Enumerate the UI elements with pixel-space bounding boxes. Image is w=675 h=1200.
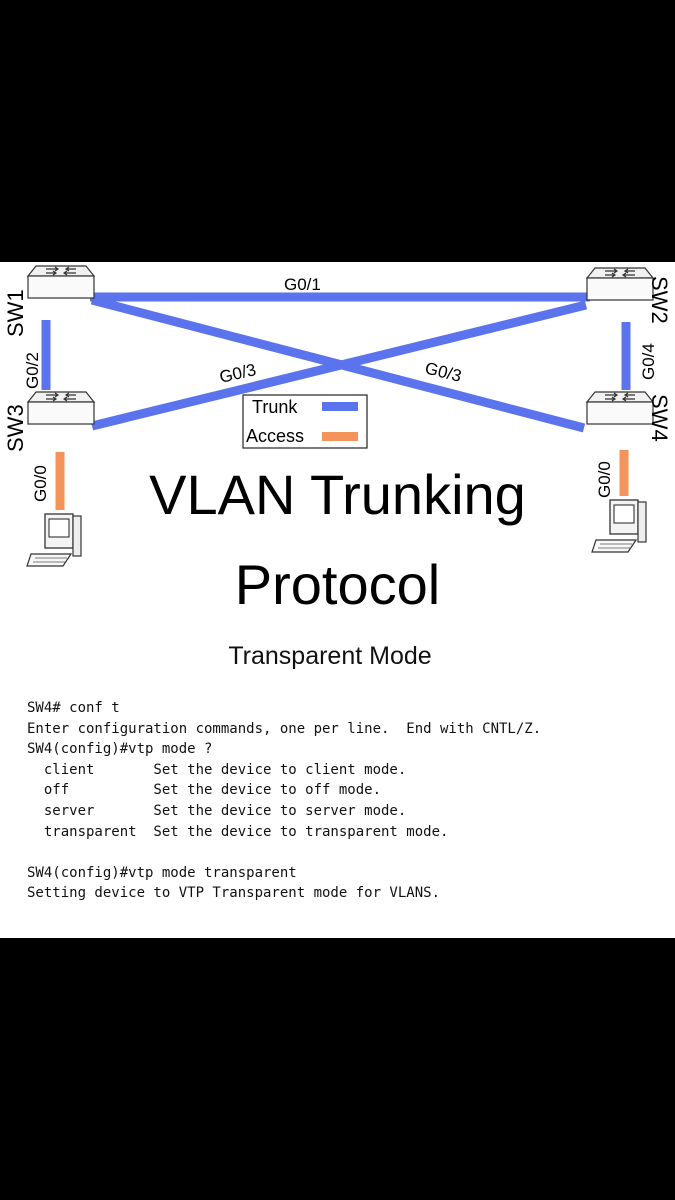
port-label-g0-3-right: G0/3 (423, 358, 463, 385)
terminal-line: server Set the device to server mode. (27, 802, 407, 819)
port-label-g0-0-right: G0/0 (595, 461, 614, 498)
sw3-label: SW3 (3, 404, 28, 452)
terminal-line: SW4# conf t (27, 700, 120, 716)
port-label-g0-0-left: G0/0 (31, 465, 50, 502)
terminal-line: Setting device to VTP Transparent mode f… (27, 885, 441, 902)
switch-icon-sw1 (27, 265, 95, 299)
port-label-g0-4: G0/4 (639, 343, 658, 380)
switch-icon-sw2 (586, 267, 654, 301)
terminal-line: client Set the device to client mode. (27, 761, 407, 778)
title-line-2: Protocol (234, 553, 441, 616)
legend-access-swatch (322, 432, 358, 441)
port-label-g0-2: G0/2 (23, 352, 42, 389)
switch-icon-sw3 (27, 391, 95, 425)
switch-icon-sw4 (586, 391, 654, 425)
subtitle: Transparent Mode (228, 642, 432, 670)
port-label-g0-1: G0/1 (284, 275, 321, 294)
terminal-line: SW4(config)#vtp mode transparent (27, 864, 297, 881)
terminal-output: SW4# conf t Enter configuration commands… (27, 698, 667, 904)
sw2-label: SW2 (647, 276, 672, 324)
network-diagram: SW1 SW2 SW3 SW4 G0/1 G0/2 G0/4 G0/3 G0/3… (3, 265, 672, 567)
terminal-line: SW4(config)#vtp mode ? (27, 741, 213, 758)
title-line-1: VLAN Trunking (149, 463, 526, 526)
legend: Trunk Access (242, 394, 368, 449)
sw4-label: SW4 (647, 394, 672, 442)
terminal-line: off Set the device to off mode. (27, 782, 382, 799)
terminal-line: transparent Set the device to transparen… (27, 823, 449, 840)
legend-trunk-label: Trunk (252, 397, 298, 417)
legend-trunk-swatch (322, 402, 358, 411)
content-panel: SW1 SW2 SW3 SW4 G0/1 G0/2 G0/4 G0/3 G0/3… (0, 262, 675, 938)
trunk-link-sw2-sw3 (90, 300, 588, 431)
terminal-line (27, 842, 667, 863)
terminal-line: Enter configuration commands, one per li… (27, 720, 542, 737)
legend-access-label: Access (246, 426, 304, 446)
sw1-label: SW1 (3, 289, 28, 337)
